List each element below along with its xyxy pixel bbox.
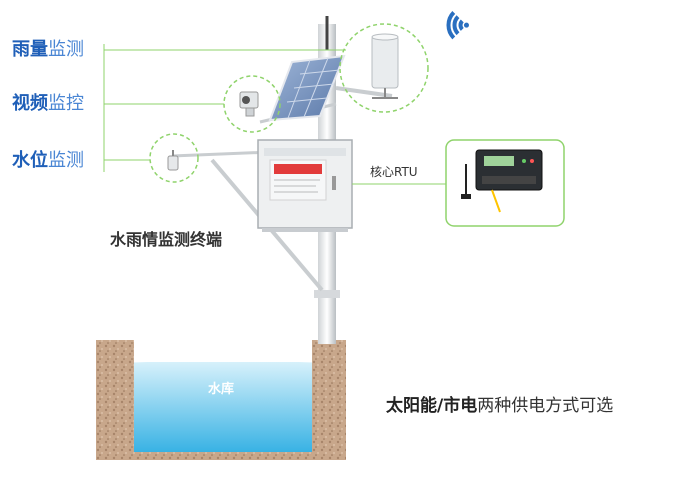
label-power-options: 太阳能/市电两种供电方式可选 <box>386 396 614 416</box>
water-sensor-icon <box>167 150 179 171</box>
antenna-icon <box>461 164 471 199</box>
rtu-device-icon <box>475 149 543 213</box>
label-water-level-monitoring: 水位监测 <box>12 150 84 171</box>
reservoir-pit <box>96 340 346 460</box>
label-video-monitoring: 视频监控 <box>12 93 84 114</box>
label-terminal: 水雨情监测终端 <box>110 230 223 249</box>
camera-callout <box>104 75 281 133</box>
control-cabinet-icon <box>257 139 353 232</box>
reservoir-water <box>134 362 312 452</box>
camera-icon <box>239 91 259 117</box>
label-reservoir: 水库 <box>208 382 235 397</box>
wifi-icon <box>446 11 469 40</box>
rtu-callout <box>352 139 565 227</box>
rain-gauge-icon <box>371 33 399 99</box>
water-level-callout <box>104 133 199 183</box>
label-core-rtu: 核心RTU <box>370 165 418 179</box>
rain-gauge-callout <box>104 23 429 113</box>
solar-panel-icon <box>268 54 346 122</box>
label-rain-monitoring: 雨量监测 <box>12 39 84 60</box>
